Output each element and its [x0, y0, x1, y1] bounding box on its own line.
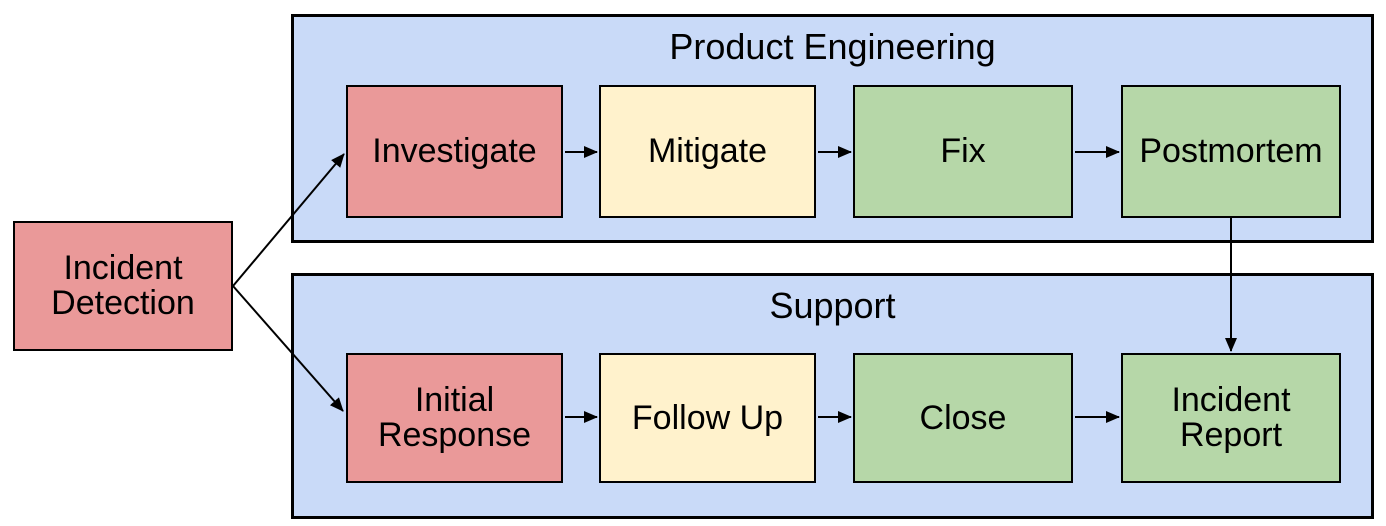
node-label: Follow Up	[631, 398, 784, 437]
lane-title-product-engineering: Product Engineering	[669, 26, 996, 67]
node-close: Close	[853, 353, 1073, 483]
node-label: Incident Detection	[51, 249, 195, 322]
node-label: Incident Report	[1171, 381, 1291, 454]
node-initial-response: Initial Response	[346, 353, 563, 483]
node-fix: Fix	[853, 85, 1073, 218]
node-label: Initial Response	[377, 381, 532, 454]
node-postmortem: Postmortem	[1121, 85, 1341, 218]
node-investigate: Investigate	[346, 85, 563, 218]
node-label: Mitigate	[647, 132, 768, 170]
node-follow-up: Follow Up	[599, 353, 816, 483]
node-incident-report: Incident Report	[1121, 353, 1341, 483]
node-label: Postmortem	[1139, 132, 1323, 170]
node-mitigate: Mitigate	[599, 85, 816, 218]
node-label: Investigate	[372, 132, 537, 170]
node-label: Close	[919, 398, 1007, 437]
node-incident-detection: Incident Detection	[13, 221, 233, 351]
lane-title-support: Support	[769, 285, 896, 326]
node-label: Fix	[940, 132, 986, 170]
